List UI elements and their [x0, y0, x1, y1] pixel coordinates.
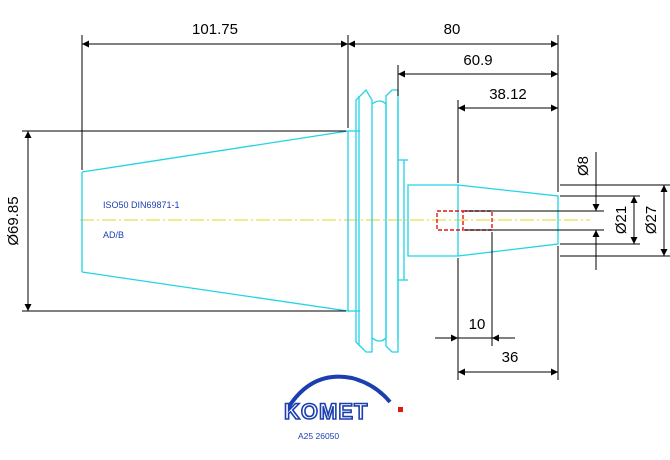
- dim-38-12: 38.12: [489, 86, 527, 103]
- form-note: AD/B: [103, 230, 124, 240]
- article-number: A25 26050: [298, 431, 339, 441]
- logo-wordmark: KOMET: [284, 399, 368, 424]
- logo-dot: [398, 407, 403, 412]
- v-groove: [371, 100, 387, 342]
- steep-taper: [81, 130, 349, 312]
- dim-69-85: Ø69.85: [5, 196, 22, 245]
- standard-note: ISO50 DIN69871-1: [103, 200, 180, 210]
- dim-27: Ø27: [643, 206, 660, 234]
- dim-8: Ø8: [575, 156, 592, 176]
- logo-swoosh: [286, 374, 392, 410]
- dim-60-9: 60.9: [463, 52, 492, 69]
- dim-21: Ø21: [613, 206, 630, 234]
- flange: [355, 88, 373, 353]
- tool-outline: [81, 88, 559, 353]
- dimensions: 101.75 80 60.9 38.12 Ø69.85 Ø8 Ø21 Ø27 1…: [5, 21, 670, 380]
- komet-logo: KOMET: [283, 374, 403, 425]
- dim-36: 36: [502, 349, 519, 366]
- dim-101-75: 101.75: [192, 21, 238, 38]
- dim-10: 10: [469, 316, 486, 333]
- flange-rear: [385, 89, 399, 353]
- dim-80: 80: [444, 21, 461, 38]
